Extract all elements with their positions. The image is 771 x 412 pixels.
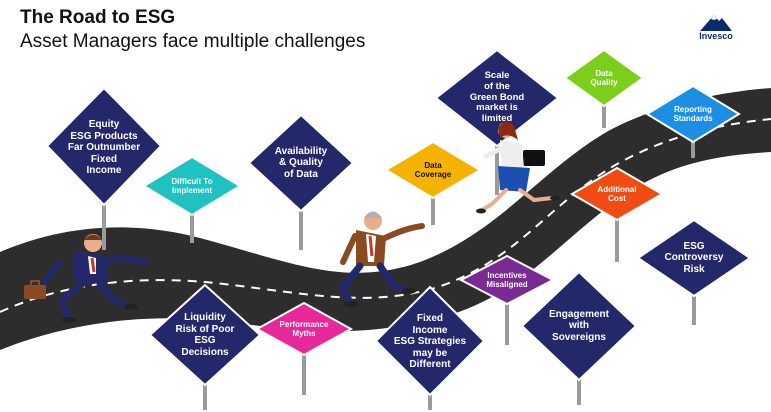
page-subtitle: Asset Managers face multiple challenges	[20, 31, 366, 52]
sign-scale-board	[434, 48, 560, 148]
sign-equity-board	[45, 86, 163, 207]
sign-availability-board	[247, 113, 355, 213]
sign-liquidity: Liquidity Risk of Poor ESG Decisions	[175, 312, 235, 358]
sign-additional: Additional Cost	[597, 184, 637, 203]
sign-reporting-board	[645, 84, 741, 144]
road	[0, 88, 771, 350]
sign-quality: Data Quality	[590, 68, 618, 87]
sign-engagement: Engagement with Sovereigns	[548, 308, 609, 343]
sign-quality-board	[563, 48, 645, 108]
sign-performance: Performance Myths	[279, 319, 329, 338]
sign-incentives: Incentives Misaligned	[486, 270, 528, 289]
runner-man-grey-hair	[337, 211, 425, 307]
sign-coverage: Data Coverage	[414, 160, 452, 179]
mountain-logo-icon	[700, 15, 732, 31]
sign-engagement-board	[520, 270, 638, 382]
logo-wordmark: Invesco	[699, 31, 733, 41]
sign-coverage-board	[384, 140, 482, 200]
sign-poles	[102, 104, 696, 410]
sign-liquidity-board	[148, 283, 262, 387]
runner-man-briefcase	[24, 234, 149, 323]
sign-controversy: ESG Controversy Risk	[664, 240, 724, 275]
page-title: The Road to ESG	[20, 7, 176, 28]
company-logo: Invesco	[694, 11, 738, 43]
sign-incentives-board	[458, 254, 556, 306]
sign-fixed: Fixed Income ESG Strategies may be Diffe…	[393, 313, 467, 371]
sign-difficult: Difficult To Implement	[171, 176, 213, 195]
sign-difficult-board	[142, 155, 242, 217]
runner-woman	[476, 121, 560, 214]
sign-equity: Equity ESG Products Far Outnumber Fixed …	[67, 119, 141, 177]
sign-availability: Availability & Quality of Data	[274, 145, 328, 180]
sign-additional-board	[570, 166, 664, 222]
sign-scale: Scale of the Green Bond market is limite…	[469, 69, 525, 125]
sign-reporting: Reporting Standards	[673, 104, 713, 123]
sign-controversy-board	[636, 218, 752, 298]
sign-performance-board	[254, 301, 354, 357]
sign-fixed-board	[374, 285, 486, 397]
